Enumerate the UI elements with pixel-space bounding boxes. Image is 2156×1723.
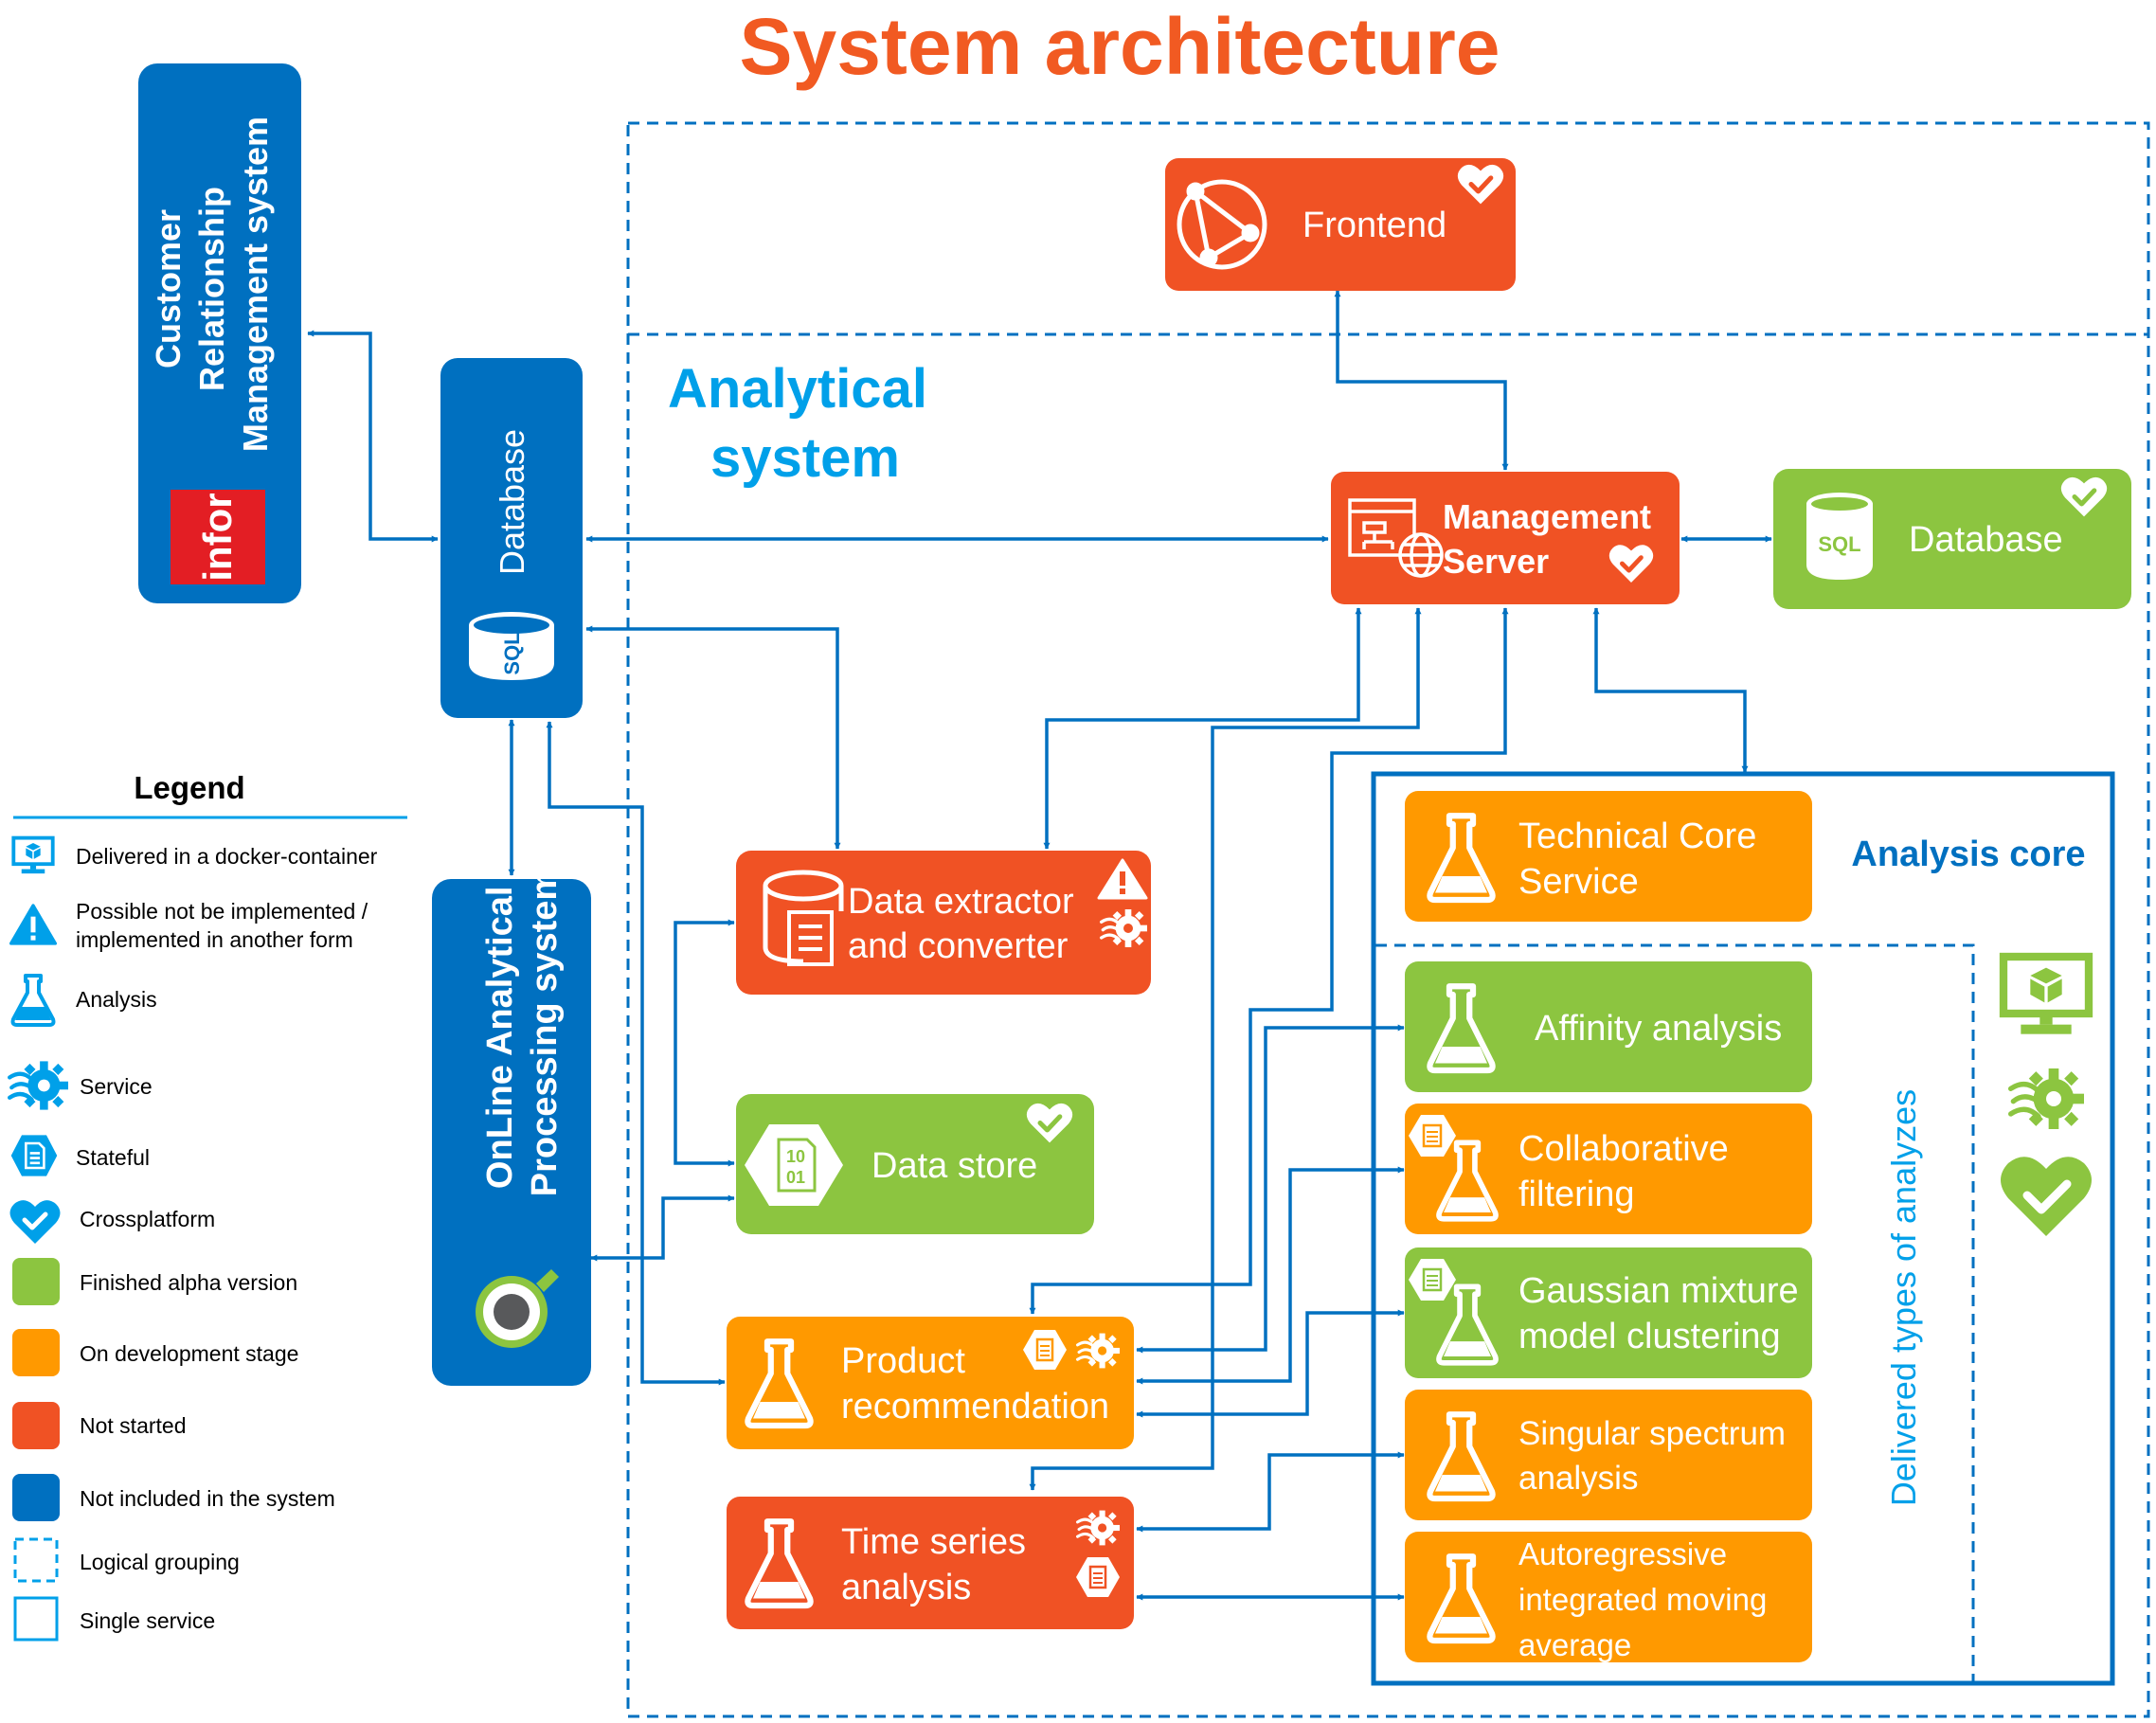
legend-label: Crossplatform [80,1207,215,1231]
database-left-node[interactable]: Database SQL [440,358,583,718]
conn-db-extractor [585,625,841,850]
legend-label: Stateful [76,1145,150,1170]
affinity-label: Affinity analysis [1535,1009,1782,1049]
database-right-label: Database [1909,520,2063,560]
arima-node[interactable]: Autoregressive integrated moving average [1405,1532,1812,1662]
collaborative-label: Collaborative filtering [1518,1129,1738,1214]
collaborative-node[interactable]: Collaborative filtering [1405,1104,1812,1234]
gaussian-label: Gaussian mixture model clustering [1518,1271,1808,1356]
conn-extractor-store [674,919,735,1167]
svg-text:SQL: SQL [1818,532,1860,556]
stateful-icon [1409,1259,1456,1301]
red-swatch [12,1402,60,1449]
conn-crm-db [307,330,439,543]
legend-label: Possible not be implemented / implemente… [76,899,374,952]
legend-label: Service [80,1074,153,1099]
warning-icon [1097,858,1148,900]
core-service-icon [2011,1068,2084,1129]
product-recommendation-label: Product recommendation [841,1341,1109,1427]
delivered-types-label: Delivered types of analyzes [1884,1089,1923,1506]
crossplatform-heart-icon [9,1200,61,1244]
technical-core-node[interactable]: Technical Core Service [1405,791,1812,922]
legend-label: Not included in the system [80,1486,335,1511]
legend-label: Delivered in a docker-container [76,844,378,869]
legend-label: Single service [80,1608,215,1633]
dashed-box-icon [13,1537,59,1583]
ssa-node[interactable]: Singular spectrum analysis [1405,1390,1812,1520]
ssa-label: Singular spectrum analysis [1518,1415,1795,1497]
management-server-node[interactable]: Management Server [1331,472,1680,604]
sql-icon: SQL [1806,493,1873,580]
database-left-label: Database [493,429,531,575]
legend-label: On development stage [80,1341,298,1366]
page-title: System architecture [739,2,1500,91]
conn-affinity-product [1136,1024,1405,1354]
time-series-label: Time series analysis [841,1522,1036,1607]
legend-title: Legend [134,770,244,805]
svg-text:10: 10 [786,1147,805,1166]
conn-mgmt-product [1029,607,1509,1315]
stateful-icon [1076,1557,1120,1597]
orange-swatch [12,1329,60,1376]
core-crossplatform-icon [2001,1157,2092,1236]
svg-text:SQL: SQL [500,632,524,674]
database-doc-icon [763,870,844,966]
conn-ssa-timeseries [1136,1451,1405,1533]
docker-container-icon [11,835,55,875]
time-series-node[interactable]: Time series analysis [727,1497,1134,1629]
legend-label: Analysis [76,987,157,1012]
infor-logo-text: infor [195,493,240,581]
stateful-icon [1023,1330,1067,1370]
core-docker-icon [2003,957,2089,1034]
management-server-label: Management Server [1443,497,1661,581]
data-extractor-node[interactable]: Data extractor and converter [736,851,1151,995]
data-store-node[interactable]: 10 01 Data store [736,1094,1094,1234]
olap-label: OnLine Analytical Processing system [480,869,565,1196]
binary-icon: 10 01 [745,1124,843,1206]
conn-gaussian-product [1136,1309,1405,1418]
conn-db-product [546,721,726,1386]
data-store-label: Data store [871,1146,1037,1186]
analysis-core-label: Analysis core [1851,835,2085,874]
legend-label: Logical grouping [80,1550,240,1574]
infor-logo [171,490,265,584]
conn-olap-store [590,1194,735,1262]
server-icon [1348,498,1444,578]
solid-box-icon [13,1596,59,1642]
database-right-node[interactable]: SQL Database [1773,469,2131,609]
blue-swatch [12,1474,60,1521]
crm-node[interactable]: Customer Relationship Management system … [138,63,301,603]
sql-icon: SQL [469,612,554,680]
svg-text:01: 01 [786,1168,805,1187]
arima-label: Autoregressive integrated moving average [1518,1536,1776,1662]
data-extractor-label: Data extractor and converter [848,882,1084,966]
legend-label: Not started [80,1413,187,1438]
stateful-icon [1409,1115,1456,1157]
delivered-types-group [1375,943,1975,1681]
legend: Legend Delivered in a docker-container P… [9,770,407,1642]
conn-frontend-mgmt [1334,290,1509,471]
legend-label: Finished alpha version [80,1270,297,1295]
warning-icon [9,904,57,945]
stateful-icon [9,1134,59,1177]
web-app-icon [1177,179,1267,270]
analytical-system-label: Analytical system [668,358,943,489]
analytical-system-group [626,121,2150,1718]
service-gear-icon [9,1061,68,1109]
frontend-node[interactable]: Frontend [1165,158,1516,291]
affinity-node[interactable]: Affinity analysis [1405,961,1812,1092]
gaussian-node[interactable]: Gaussian mixture model clustering [1405,1247,1812,1378]
frontend-label: Frontend [1303,206,1446,245]
green-swatch [12,1258,60,1305]
qlik-icon [476,1269,559,1348]
conn-mgmt-core [1592,607,1749,773]
crm-label: Customer Relationship Management system [149,117,275,452]
connectors [307,290,1772,1601]
olap-node[interactable]: OnLine Analytical Processing system [432,869,591,1386]
technical-core-label: Technical Core Service [1518,817,1767,902]
flask-icon [10,974,56,1027]
product-recommendation-node[interactable]: Product recommendation [727,1317,1134,1449]
